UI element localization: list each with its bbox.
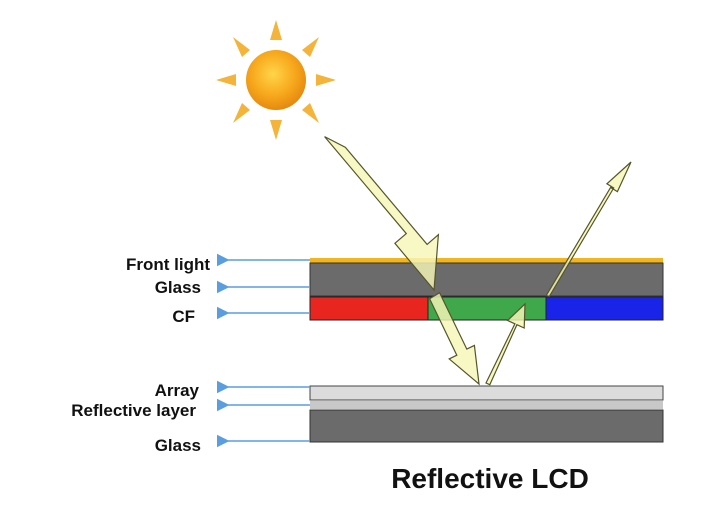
sun-icon [216,20,336,140]
label-cf: CF [172,307,195,326]
label-glass-top: Glass [155,278,201,297]
refracted-down-arrow [428,291,480,386]
array-layer [309,385,664,401]
label-glass-bottom: Glass [155,436,201,455]
incident-light-arrow [324,136,440,292]
cf-blue-segment [545,296,664,321]
reflected-light-arrow [545,161,632,297]
label-array: Array [155,381,200,400]
glass-bottom-layer [309,409,664,443]
cf-red-segment [309,296,429,321]
reflective-layer [310,401,663,409]
label-reflective-layer: Reflective layer [71,401,196,420]
glass-top-layer [309,262,664,297]
diagram-caption: Reflective LCD [391,463,589,494]
label-front-light: Front light [126,255,210,274]
front-light-layer [310,258,663,263]
reflected-up-arrow [485,302,526,386]
